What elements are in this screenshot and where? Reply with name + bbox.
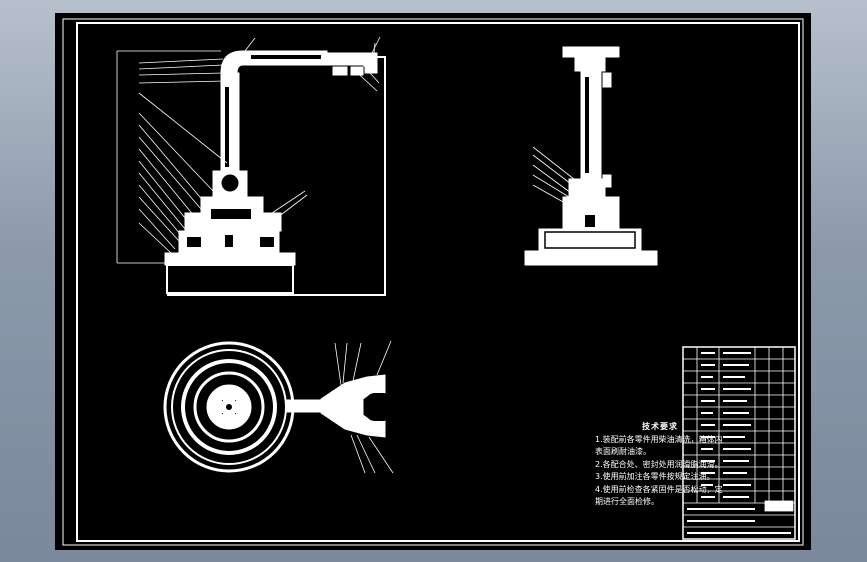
inner-border [76, 22, 800, 542]
front-view [116, 36, 386, 296]
technical-requirement-item: 4.使用前检查各紧固件是否松动，定期进行全面检修。 [595, 484, 723, 507]
outer-border [62, 18, 804, 546]
cad-viewport[interactable]: 技术要求 1.装配前各零件用柴油清洗，箱体内表面刷耐油漆。 2.各配合处、密封处… [55, 13, 811, 550]
technical-requirement-item: 2.各配合处、密封处用润滑脂润滑。 [595, 459, 723, 469]
technical-requirement-item: 3.使用前加注各零件按规定注油。 [595, 472, 715, 481]
side-view [524, 46, 658, 266]
technical-requirements-title: 技术要求 [642, 422, 678, 431]
top-view [163, 340, 394, 474]
technical-requirement-item: 1.装配前各零件用柴油清洗，箱体内表面刷耐油漆。 [595, 434, 723, 457]
assembly-drawing [62, 18, 804, 546]
technical-requirements: 技术要求 1.装配前各零件用柴油清洗，箱体内表面刷耐油漆。 2.各配合处、密封处… [595, 421, 725, 509]
title-block [682, 346, 796, 540]
